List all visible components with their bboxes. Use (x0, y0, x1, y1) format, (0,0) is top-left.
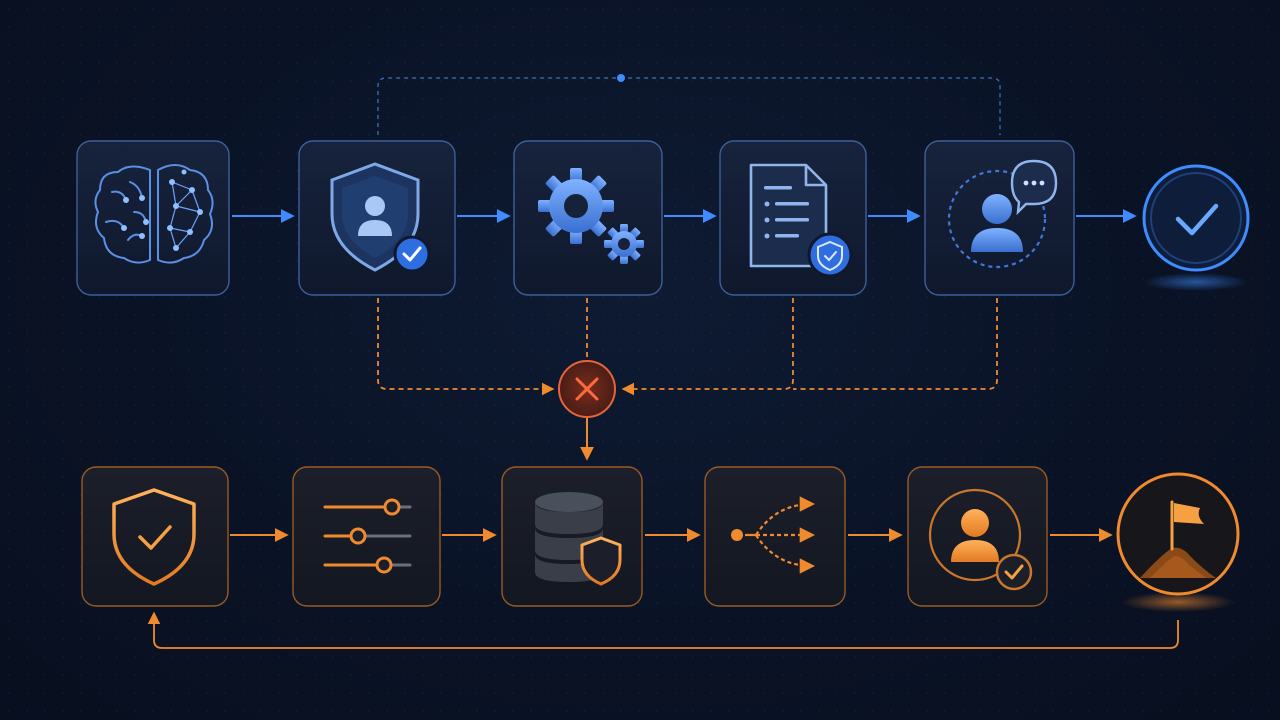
node-settings[interactable] (292, 466, 441, 607)
node-document[interactable] (719, 140, 867, 296)
shield-check-icon (112, 488, 196, 586)
branch-arrows-icon (731, 496, 816, 574)
fail-path-review (793, 298, 998, 390)
gears-icon (538, 168, 644, 264)
shield-user-check-icon (330, 162, 431, 273)
database-shield-icon (535, 492, 622, 586)
node-security[interactable] (298, 140, 456, 296)
loop-node-dot (617, 74, 625, 82)
node-user-review[interactable] (924, 140, 1075, 296)
check-circle-icon (1175, 203, 1219, 236)
node-user-approved[interactable] (907, 466, 1048, 607)
node-goal[interactable] (1116, 472, 1240, 612)
failure-paths (377, 298, 998, 396)
bottom-return-loop (147, 611, 1179, 649)
document-shield-icon (749, 163, 853, 278)
node-brain[interactable] (76, 140, 230, 296)
fail-path-document (621, 298, 794, 396)
x-circle-icon (575, 377, 599, 401)
node-processing[interactable] (513, 140, 663, 296)
user-check-icon (928, 488, 1033, 591)
node-database[interactable] (501, 466, 643, 607)
brain-network-icon (94, 164, 214, 264)
error-node[interactable] (558, 360, 616, 418)
node-branching[interactable] (704, 466, 846, 607)
fail-path-security (377, 298, 555, 396)
flag-mountain-icon (1140, 500, 1216, 578)
top-feedback-loop (377, 74, 1001, 135)
node-shield[interactable] (81, 466, 229, 607)
node-success[interactable] (1142, 164, 1250, 291)
user-chat-icon (947, 159, 1058, 269)
sliders-icon (323, 498, 412, 574)
